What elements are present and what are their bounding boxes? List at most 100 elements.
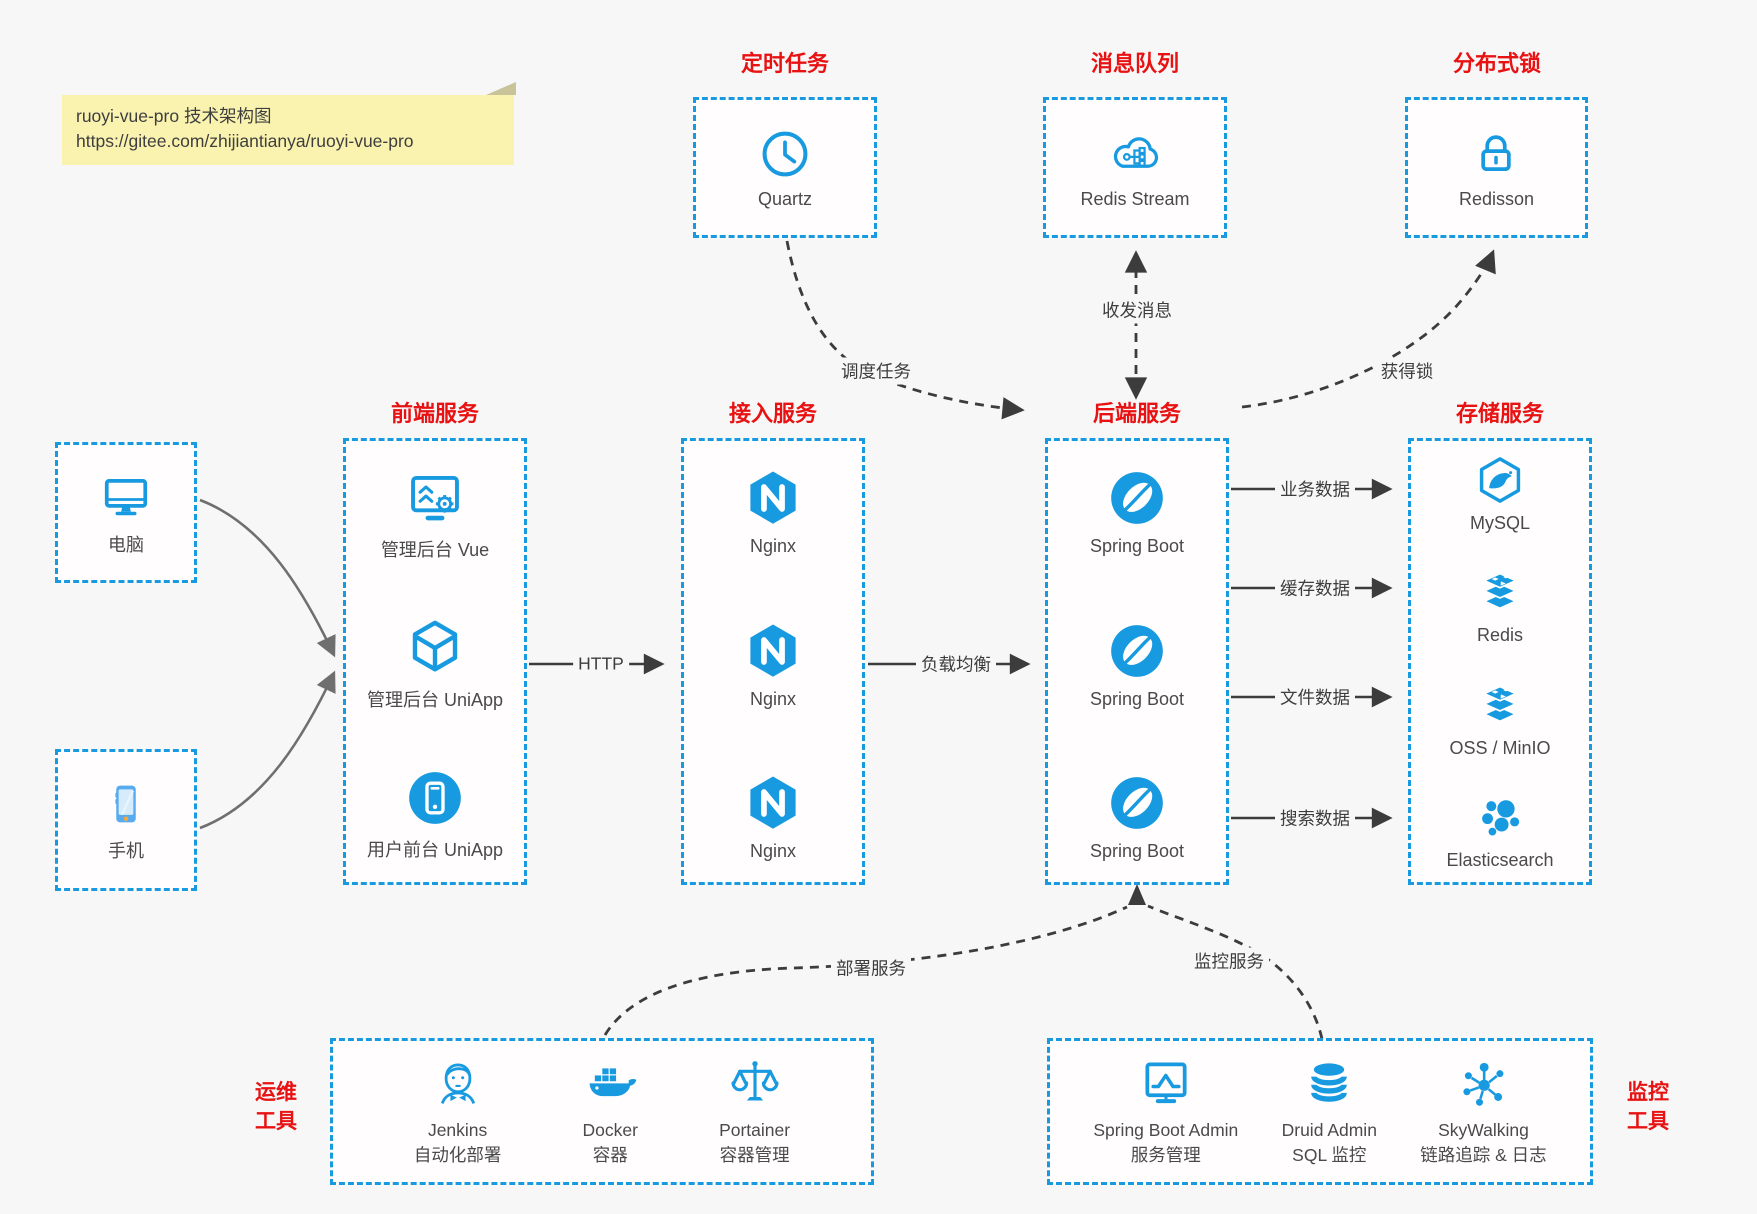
nginx-icon [742, 620, 804, 682]
uniapp-cube-icon [404, 617, 466, 679]
sbadmin-desc: 服务管理 [1130, 1145, 1201, 1165]
node-phone: 手机 [100, 778, 152, 863]
merged-arrowhead [1128, 884, 1146, 905]
group-box-storage: MySQL Redis OSS / MinIO Elasticsearch [1408, 438, 1592, 885]
spring-boot-icon [1106, 620, 1168, 682]
druid-name: Druid Admin [1281, 1119, 1377, 1140]
monitor-tools-label-line2: 工具 [1627, 1110, 1669, 1133]
node-label-jenkins: Jenkins 自动化部署 [414, 1118, 502, 1169]
wire-schedule-task [785, 240, 1025, 420]
node-elasticsearch: Elasticsearch [1446, 791, 1554, 871]
group-title-distributed-lock: 分布式锁 [1452, 51, 1542, 76]
nginx-icon [742, 772, 804, 834]
node-label-spring-boot-3: Spring Boot [1089, 841, 1185, 861]
node-label-nginx-3: Nginx [749, 841, 797, 861]
node-jenkins: Jenkins 自动化部署 [414, 1055, 502, 1169]
node-spring-boot-admin: Spring Boot Admin 服务管理 [1093, 1055, 1238, 1169]
smartphone-icon [100, 778, 152, 830]
desktop-icon [98, 468, 154, 524]
druid-database-icon [1301, 1055, 1357, 1111]
node-spring-boot-1: Spring Boot [1090, 467, 1184, 557]
node-quartz: Quartz [757, 126, 813, 210]
group-title-backend: 后端服务 [1092, 401, 1182, 426]
lock-icon [1468, 126, 1524, 182]
druid-desc: SQL 监控 [1292, 1145, 1367, 1165]
node-admin-uniapp: 管理后台 UniApp [367, 617, 503, 712]
group-title-frontend: 前端服务 [390, 401, 480, 426]
group-box-access: Nginx Nginx Nginx [681, 438, 865, 885]
group-title-storage: 存储服务 [1455, 401, 1545, 426]
node-label-spring-boot-1: Spring Boot [1089, 536, 1185, 556]
node-label-elasticsearch: Elasticsearch [1446, 849, 1554, 870]
node-admin-vue: 管理后台 Vue [381, 467, 489, 562]
ops-tools-label-line2: 工具 [255, 1110, 297, 1133]
group-box-ops-tools: Jenkins 自动化部署 Docker 容器 Portainer 容器管理 [330, 1038, 874, 1185]
node-label-phone: 手机 [108, 840, 144, 861]
monitor-tools-label-line1: 监控 [1627, 1081, 1669, 1104]
node-label-nginx-1: Nginx [749, 536, 797, 556]
edge-label-cache-data: 缓存数据 [1275, 574, 1355, 602]
redis-stack-icon [1474, 566, 1526, 618]
clock-icon [757, 126, 813, 182]
skywalking-icon [1455, 1055, 1511, 1111]
node-label-desktop: 电脑 [108, 535, 144, 555]
node-desktop: 电脑 [98, 468, 154, 557]
group-box-scheduled-task: Quartz [693, 97, 877, 238]
node-redis-stream: Redis Stream [1080, 126, 1190, 210]
node-label-redisson: Redisson [1458, 188, 1535, 209]
admin-vue-icon [404, 467, 466, 529]
node-label-spring-boot-2: Spring Boot [1089, 688, 1185, 709]
client-box-desktop: 电脑 [55, 442, 197, 583]
node-label-druid-admin: Druid Admin SQL 监控 [1282, 1118, 1377, 1169]
group-title-scheduled-task: 定时任务 [740, 51, 830, 76]
spring-boot-icon [1106, 772, 1168, 834]
group-box-monitor-tools: Spring Boot Admin 服务管理 Druid Admin SQL 监… [1047, 1038, 1593, 1185]
edge-label-business-data: 业务数据 [1275, 475, 1355, 503]
edge-label-file-data: 文件数据 [1275, 683, 1355, 711]
node-redis: Redis [1474, 566, 1526, 646]
skywalking-name: SkyWalking [1438, 1119, 1529, 1140]
node-portainer: Portainer 容器管理 [719, 1055, 790, 1169]
spring-boot-icon [1106, 467, 1168, 529]
spring-boot-admin-icon [1138, 1055, 1194, 1111]
edge-label-schedule-task: 调度任务 [836, 357, 916, 385]
node-skywalking: SkyWalking 链路追踪 & 日志 [1420, 1055, 1547, 1169]
edge-label-acquire-lock: 获得锁 [1375, 357, 1439, 385]
node-mysql: MySQL [1470, 454, 1530, 534]
jenkins-desc: 自动化部署 [413, 1145, 502, 1165]
node-label-mysql: MySQL [1469, 513, 1530, 533]
wire-phone-to-frontend [199, 670, 336, 830]
node-label-oss-minio: OSS / MinIO [1449, 737, 1551, 758]
node-spring-boot-3: Spring Boot [1090, 772, 1184, 862]
node-label-admin-vue: 管理后台 Vue [380, 540, 490, 560]
node-druid-admin: Druid Admin SQL 监控 [1282, 1055, 1377, 1169]
node-label-portainer: Portainer 容器管理 [719, 1118, 790, 1169]
node-label-redis-stream: Redis Stream [1080, 188, 1190, 209]
group-box-message-queue: Redis Stream [1043, 97, 1227, 238]
edge-label-send-receive-message: 收发消息 [1097, 296, 1177, 324]
sticky-note: ruoyi-vue-pro 技术架构图 https://gitee.com/zh… [62, 82, 516, 165]
note-url: https://gitee.com/zhijiantianya/ruoyi-vu… [76, 131, 414, 151]
node-label-skywalking: SkyWalking 链路追踪 & 日志 [1420, 1118, 1546, 1169]
ops-tools-label: 运维 工具 [238, 1078, 314, 1136]
cloud-stream-icon [1107, 126, 1163, 182]
edge-label-deploy-service: 部署服务 [831, 954, 911, 982]
mysql-icon [1474, 454, 1526, 506]
docker-name: Docker [582, 1119, 638, 1140]
note-fold [486, 82, 516, 95]
edge-label-load-balance: 负载均衡 [916, 650, 996, 678]
monitor-tools-label: 监控 工具 [1606, 1078, 1690, 1136]
ops-tools-label-line1: 运维 [255, 1081, 297, 1104]
group-box-distributed-lock: Redisson [1405, 97, 1588, 238]
jenkins-icon [430, 1055, 486, 1111]
portainer-icon [727, 1055, 783, 1111]
note-title: ruoyi-vue-pro 技术架构图 [76, 106, 272, 126]
node-user-uniapp: 用户前台 UniApp [367, 767, 503, 862]
node-label-redis: Redis [1476, 625, 1524, 646]
group-box-frontend: 管理后台 Vue 管理后台 UniApp 用户前台 UniApp [343, 438, 527, 885]
node-label-quartz: Quartz [757, 188, 813, 209]
node-nginx-3: Nginx [742, 772, 804, 862]
node-redisson: Redisson [1459, 126, 1534, 210]
node-label-admin-uniapp: 管理后台 UniApp [366, 690, 504, 710]
node-spring-boot-2: Spring Boot [1090, 620, 1184, 710]
